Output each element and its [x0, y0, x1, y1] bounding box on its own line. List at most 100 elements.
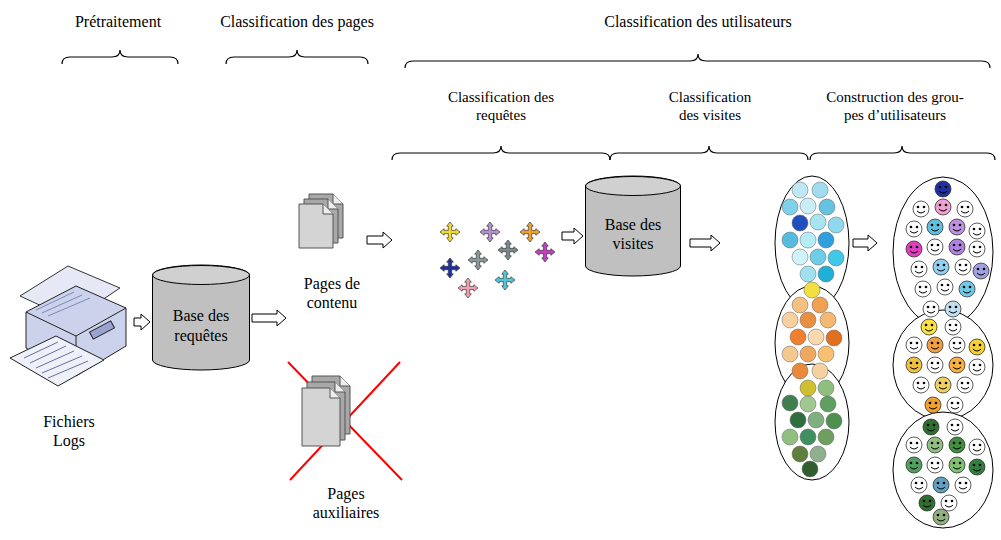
- node-label: Base des requêtes: [162, 306, 240, 344]
- user-face: [906, 221, 922, 237]
- user-face: [911, 477, 927, 493]
- page-sheet: [299, 204, 333, 248]
- visit-dot: [782, 232, 798, 248]
- request-symbols: [440, 222, 555, 298]
- user-face: [949, 239, 965, 255]
- user-face: [919, 495, 935, 511]
- user-face: [925, 397, 941, 413]
- user-face: [935, 377, 951, 393]
- hollow-arrow: [690, 235, 720, 251]
- group-oval: [893, 177, 993, 327]
- user-face: [949, 337, 965, 353]
- brace: [610, 146, 808, 160]
- cylinder-top: [586, 177, 681, 196]
- user-face: [913, 201, 929, 217]
- node-label: Pages de contenu: [291, 274, 373, 312]
- visit-dot: [828, 217, 844, 233]
- user-face: [906, 241, 922, 257]
- visit-dot: [800, 266, 816, 282]
- sheet-fold: [340, 376, 350, 386]
- visit-dot: [792, 363, 808, 379]
- group-oval: [893, 310, 993, 420]
- visit-dot: [792, 215, 808, 231]
- database-cylinder: Base des requêtes: [152, 265, 250, 370]
- user-face: [921, 319, 937, 335]
- visit-dot: [812, 363, 828, 379]
- user-face: [949, 457, 965, 473]
- brace: [62, 50, 178, 64]
- user-face: [935, 181, 951, 197]
- visit-dot: [818, 429, 834, 445]
- sheet-fold: [335, 382, 345, 392]
- visit-dot: [782, 312, 798, 328]
- log-sketch-part: [24, 342, 88, 378]
- visit-dot: [792, 446, 808, 462]
- label-box: Classification des utilisateurs: [538, 12, 858, 31]
- user-face: [949, 219, 965, 235]
- user-face: [957, 201, 973, 217]
- visit-dot: [812, 182, 828, 198]
- visit-dot: [792, 182, 808, 198]
- brace: [405, 54, 990, 68]
- visit-dot: [800, 346, 816, 362]
- user-face: [973, 263, 989, 279]
- sheet-body: [302, 388, 340, 446]
- user-face: [933, 259, 949, 275]
- request-symbol: [468, 250, 488, 270]
- visit-dot: [792, 249, 808, 265]
- log-sketch-part: [36, 292, 90, 316]
- sub-stage-heading: Classification des visites: [663, 88, 758, 124]
- brace: [392, 146, 610, 160]
- visit-dot: [819, 199, 835, 215]
- user-face: [959, 281, 975, 297]
- sheet-fold: [323, 204, 333, 214]
- user-face: [927, 457, 943, 473]
- user-face: [955, 259, 971, 275]
- cluster-oval: [775, 176, 849, 310]
- request-symbol: [480, 222, 500, 242]
- user-face: [913, 377, 929, 393]
- visit-dot: [804, 282, 820, 298]
- user-face: [945, 301, 961, 317]
- user-face: [927, 337, 943, 353]
- user-face: [947, 397, 963, 413]
- stage-heading: Classification des utilisateurs: [604, 12, 792, 31]
- visit-dot: [818, 346, 834, 362]
- visit-dot: [828, 250, 844, 266]
- user-face: [969, 359, 985, 375]
- visit-dot: [810, 214, 826, 230]
- visit-dot: [782, 395, 798, 411]
- request-symbol: [458, 278, 478, 298]
- user-face: [949, 437, 965, 453]
- user-face: [955, 477, 971, 493]
- hollow-arrow: [853, 235, 877, 251]
- user-group-outlines: [893, 177, 993, 528]
- node-shape: [290, 368, 402, 458]
- user-faces: [906, 181, 989, 525]
- visit-dot: [812, 297, 828, 313]
- user-face: [969, 339, 985, 355]
- visit-dot: [810, 249, 826, 265]
- sub-stage-heading: Classification des requêtes: [436, 88, 566, 124]
- user-face: [927, 357, 943, 373]
- page-stack-icon: Pages auxiliaires: [290, 368, 402, 533]
- user-face: [927, 437, 943, 453]
- user-face: [969, 241, 985, 257]
- visit-dot: [800, 198, 816, 214]
- visit-cluster-outlines: [775, 176, 849, 480]
- sheet-fold: [328, 199, 338, 209]
- user-face: [923, 301, 939, 317]
- visit-dot: [792, 297, 808, 313]
- log-sketch-part: [10, 336, 104, 386]
- user-face: [949, 357, 965, 373]
- cylinder-body: [153, 265, 250, 370]
- user-face: [923, 419, 939, 435]
- user-face: [945, 319, 961, 335]
- stage-heading: Classification des pages: [220, 12, 374, 31]
- user-face: [969, 439, 985, 455]
- visit-dot: [800, 312, 816, 328]
- node-shape: [288, 190, 376, 260]
- user-face: [933, 509, 949, 525]
